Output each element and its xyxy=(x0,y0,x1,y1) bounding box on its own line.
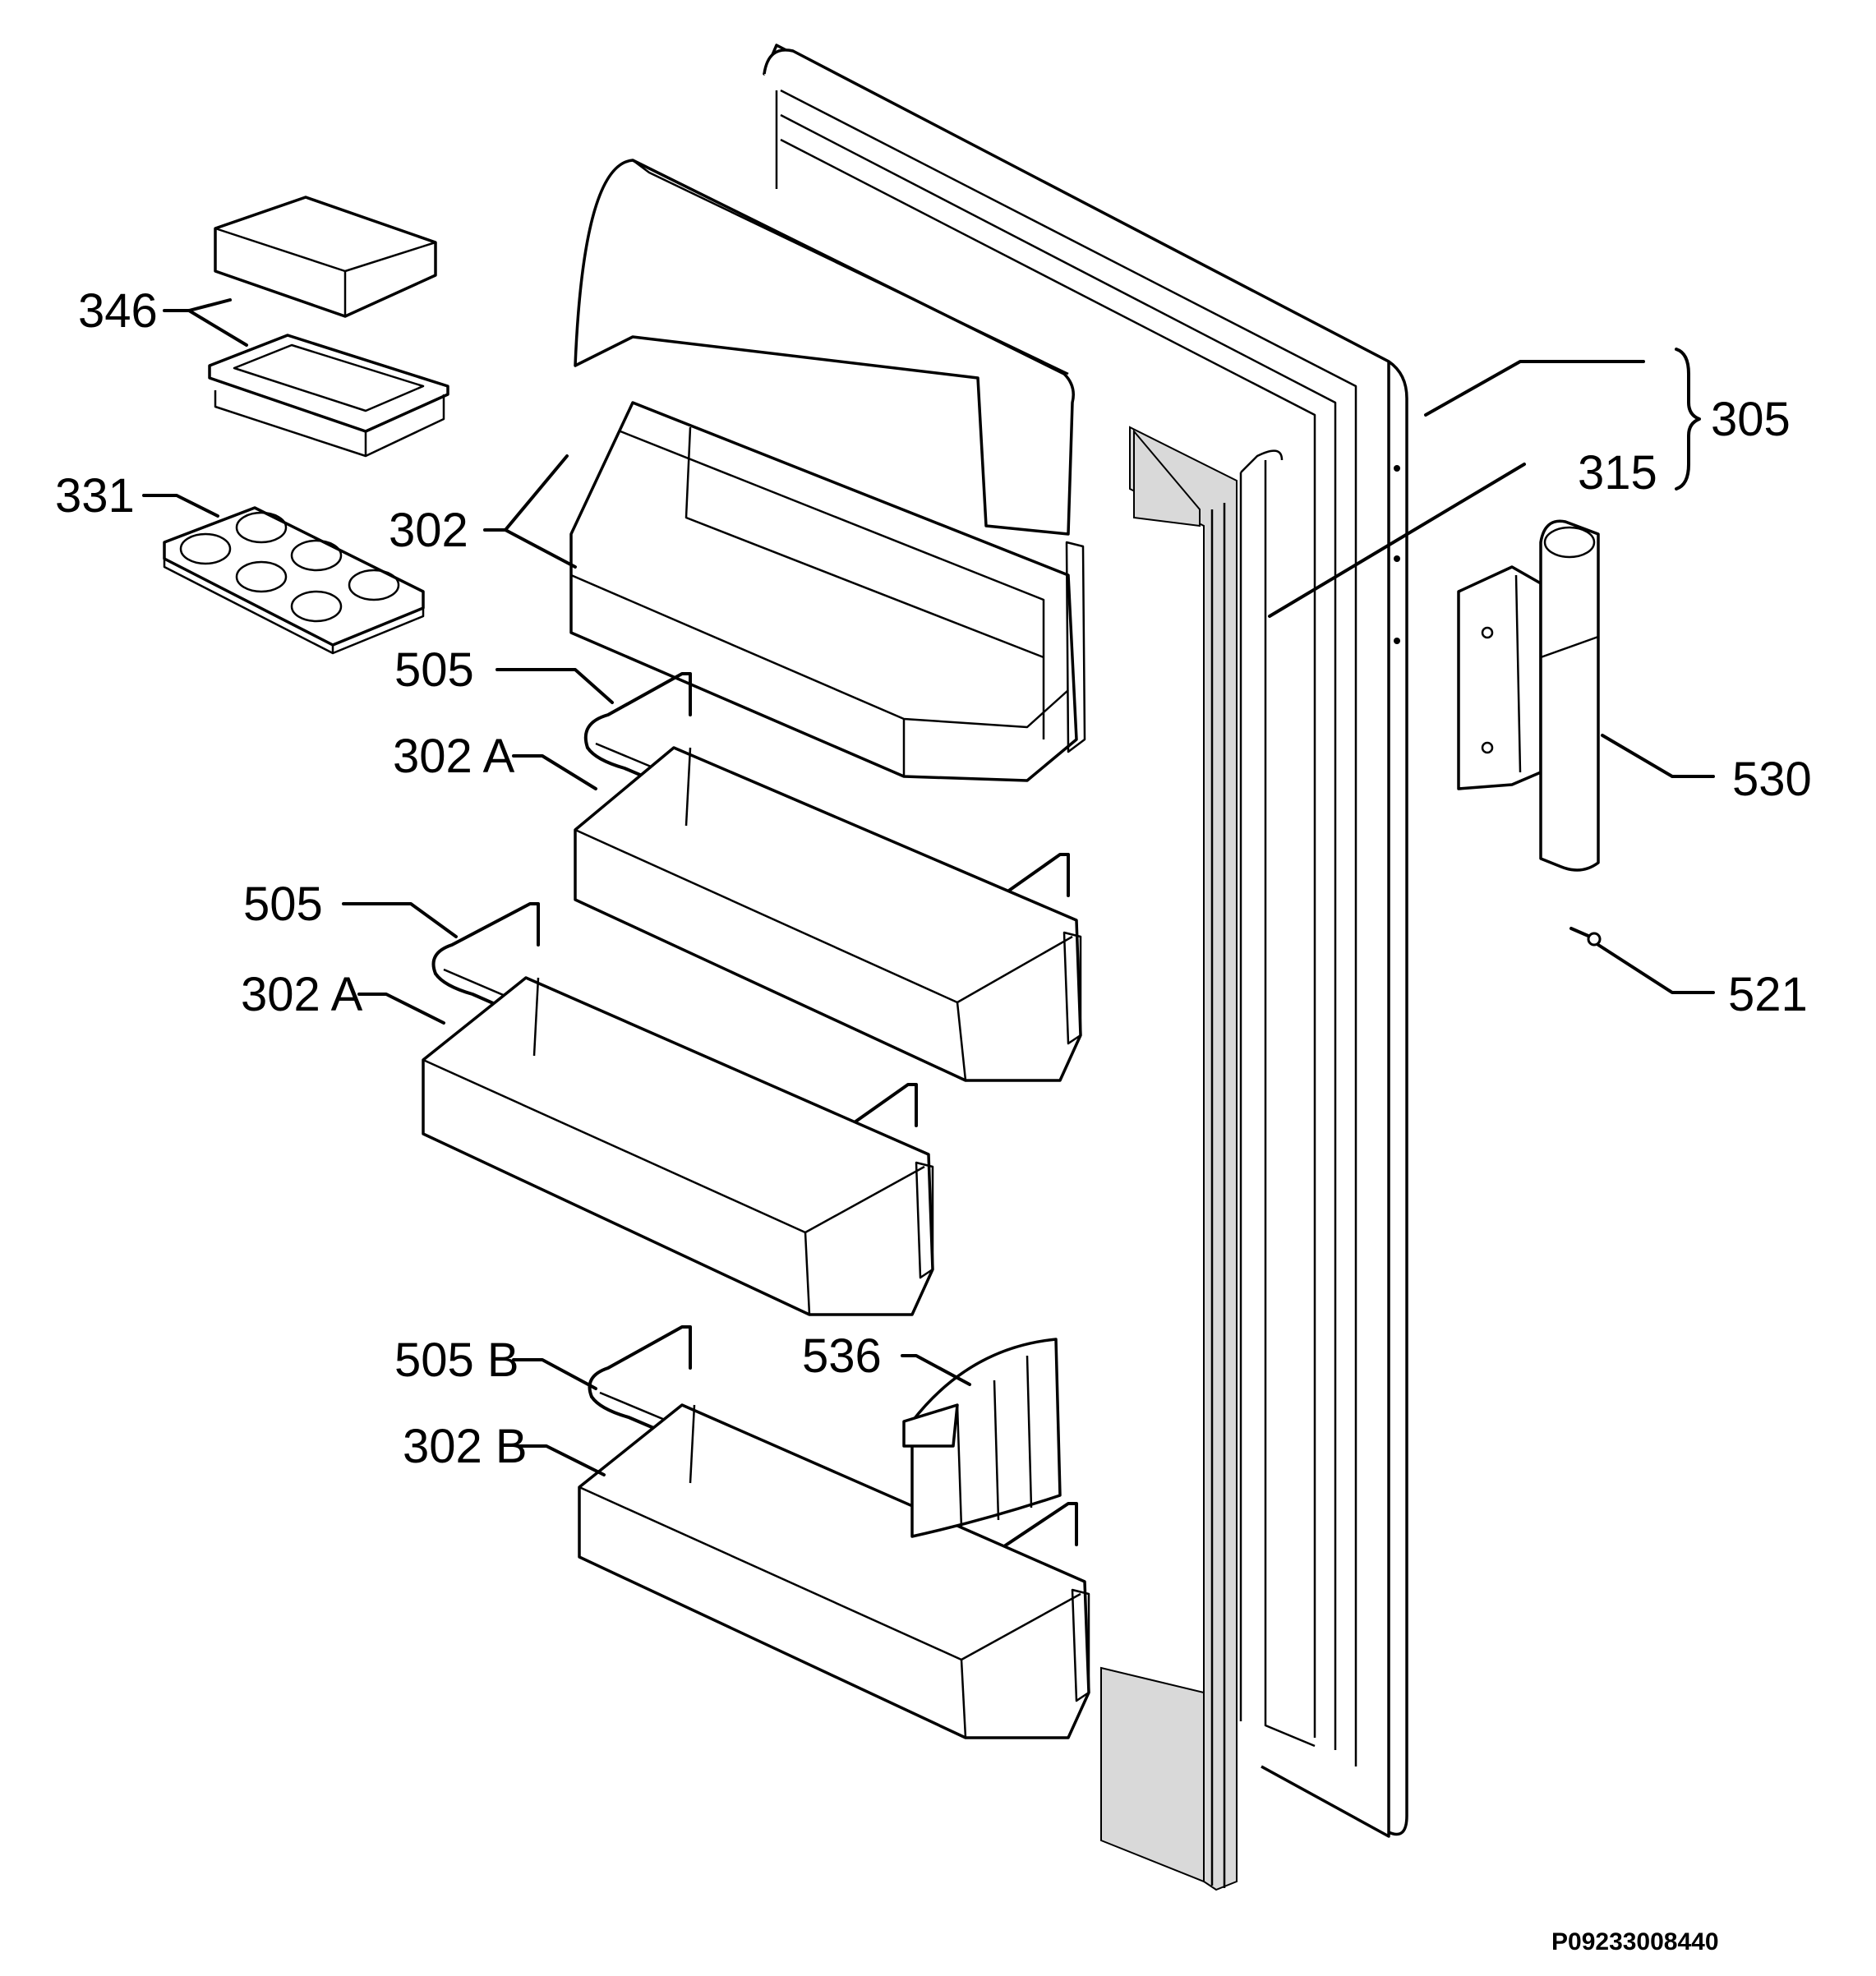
label-302b: 302 B xyxy=(403,1420,528,1473)
label-505b: 505 B xyxy=(394,1333,519,1387)
label-521: 521 xyxy=(1728,968,1808,1021)
balcony-lower xyxy=(578,1403,1090,1739)
screw xyxy=(1569,927,1602,947)
label-302: 302 xyxy=(389,504,468,557)
label-346: 346 xyxy=(78,284,158,338)
butter-dish-tray xyxy=(208,334,449,458)
balcony-middle xyxy=(422,976,934,1316)
part-labels: 346 331 302 505 302 A 505 302 A 505 B 30… xyxy=(55,284,1812,1955)
label-305: 305 xyxy=(1711,393,1791,446)
egg-tray xyxy=(163,506,425,655)
label-530: 530 xyxy=(1732,753,1812,806)
leader-lines xyxy=(142,298,1715,1476)
label-315: 315 xyxy=(1578,446,1657,500)
drawing-code: P09233008440 xyxy=(1551,1928,1719,1955)
label-302a-upper: 302 A xyxy=(393,730,515,783)
hinge-cover xyxy=(1457,519,1600,872)
label-536: 536 xyxy=(802,1329,882,1383)
bottle-divider xyxy=(902,1338,1062,1538)
label-505-upper: 505 xyxy=(394,643,474,697)
dairy-compartment xyxy=(569,159,1086,782)
brace-305 xyxy=(1675,348,1701,491)
label-331: 331 xyxy=(55,469,135,523)
balcony-upper xyxy=(574,746,1082,1082)
butter-dish-lid xyxy=(214,196,437,318)
label-505-middle: 505 xyxy=(243,877,323,931)
label-302a-middle: 302 A xyxy=(241,968,363,1021)
